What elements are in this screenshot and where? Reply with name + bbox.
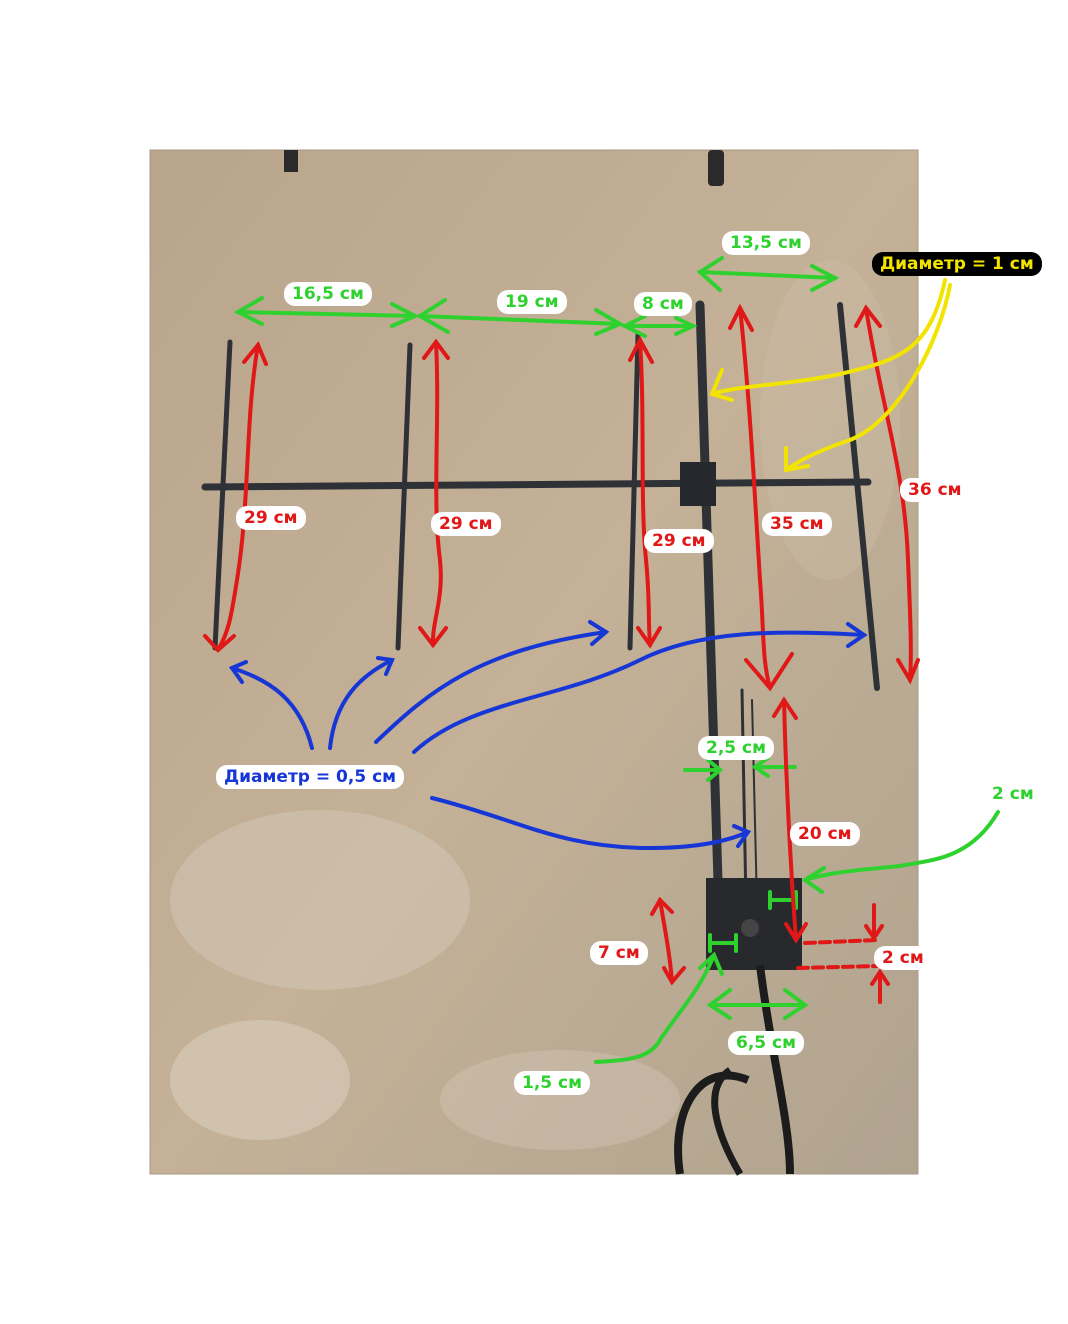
- boom: [201, 478, 872, 491]
- length-label-6: 20 см: [790, 822, 860, 846]
- length-label-1: 29 см: [236, 506, 306, 530]
- length-label-2: 29 см: [431, 512, 501, 536]
- yagi-antenna: [201, 300, 880, 950]
- thin-diameter-arrows: [228, 620, 868, 851]
- element-3: [627, 332, 641, 651]
- spacing-label-1: 16,5 см: [284, 282, 372, 306]
- length-label-3: 29 см: [644, 529, 714, 553]
- mast: [695, 300, 725, 950]
- chair-leg: [284, 150, 298, 172]
- coax-cable: [756, 964, 794, 1175]
- spacing-arrows: [233, 256, 1000, 1064]
- element-1: [212, 339, 233, 651]
- gap-label-2: 2 см: [984, 782, 1042, 806]
- gap-label-1: 2,5 см: [698, 736, 775, 760]
- thick-diameter-label: Диаметр = 1 см: [872, 252, 1042, 276]
- spacing-label-2: 19 см: [497, 290, 567, 314]
- length-label-5: 36 см: [900, 478, 970, 502]
- spacing-label-3: 8 см: [634, 292, 692, 316]
- thin-diameter-label: Диаметр = 0,5 см: [216, 765, 405, 789]
- spacing-label-4: 13,5 см: [722, 231, 810, 255]
- boom-junction-box: [680, 462, 716, 506]
- length-label-4: 35 см: [762, 512, 832, 536]
- width-label-1: 6,5 см: [728, 1031, 805, 1055]
- element-5: [837, 302, 880, 691]
- gap-label-4: 1,5 см: [514, 1071, 591, 1095]
- element-2: [395, 342, 413, 651]
- feed-rod: [740, 688, 748, 907]
- length-label-7: 7 см: [590, 941, 648, 965]
- chair-leg: [708, 150, 724, 186]
- thick-diameter-arrows: [709, 278, 952, 473]
- gap-label-3: 2 см: [874, 946, 932, 970]
